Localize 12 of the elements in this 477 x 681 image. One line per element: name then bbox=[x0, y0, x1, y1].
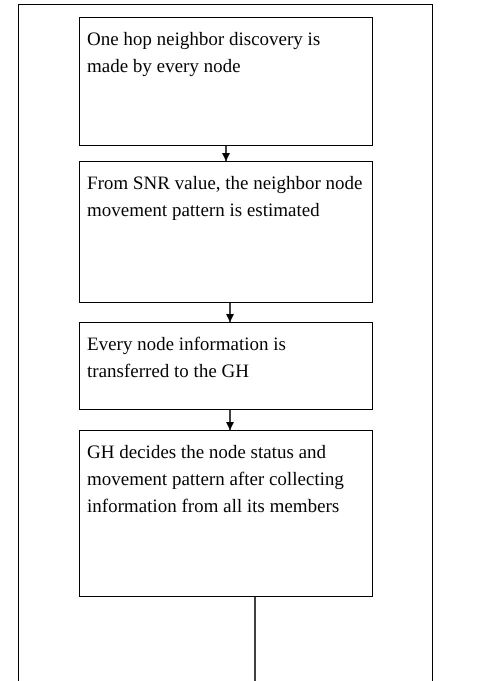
process-box bbox=[79, 430, 373, 597]
arrow bbox=[226, 303, 234, 322]
step-text: GH decides the node status and movement pattern after collecting information from all its members bbox=[87, 441, 345, 519]
arrow bbox=[226, 410, 234, 430]
process-box bbox=[79, 17, 373, 146]
arrow bbox=[222, 146, 230, 161]
step-text: From SNR value, the neighbor node movement pattern is estimated bbox=[87, 172, 364, 223]
process-box bbox=[79, 322, 373, 410]
step-text: One hop neighbor discovery is made by every node bbox=[87, 28, 322, 79]
step-text: Every node information is transferred to the GH bbox=[87, 333, 287, 384]
process-box bbox=[79, 161, 373, 303]
connector-line bbox=[254, 597, 256, 681]
